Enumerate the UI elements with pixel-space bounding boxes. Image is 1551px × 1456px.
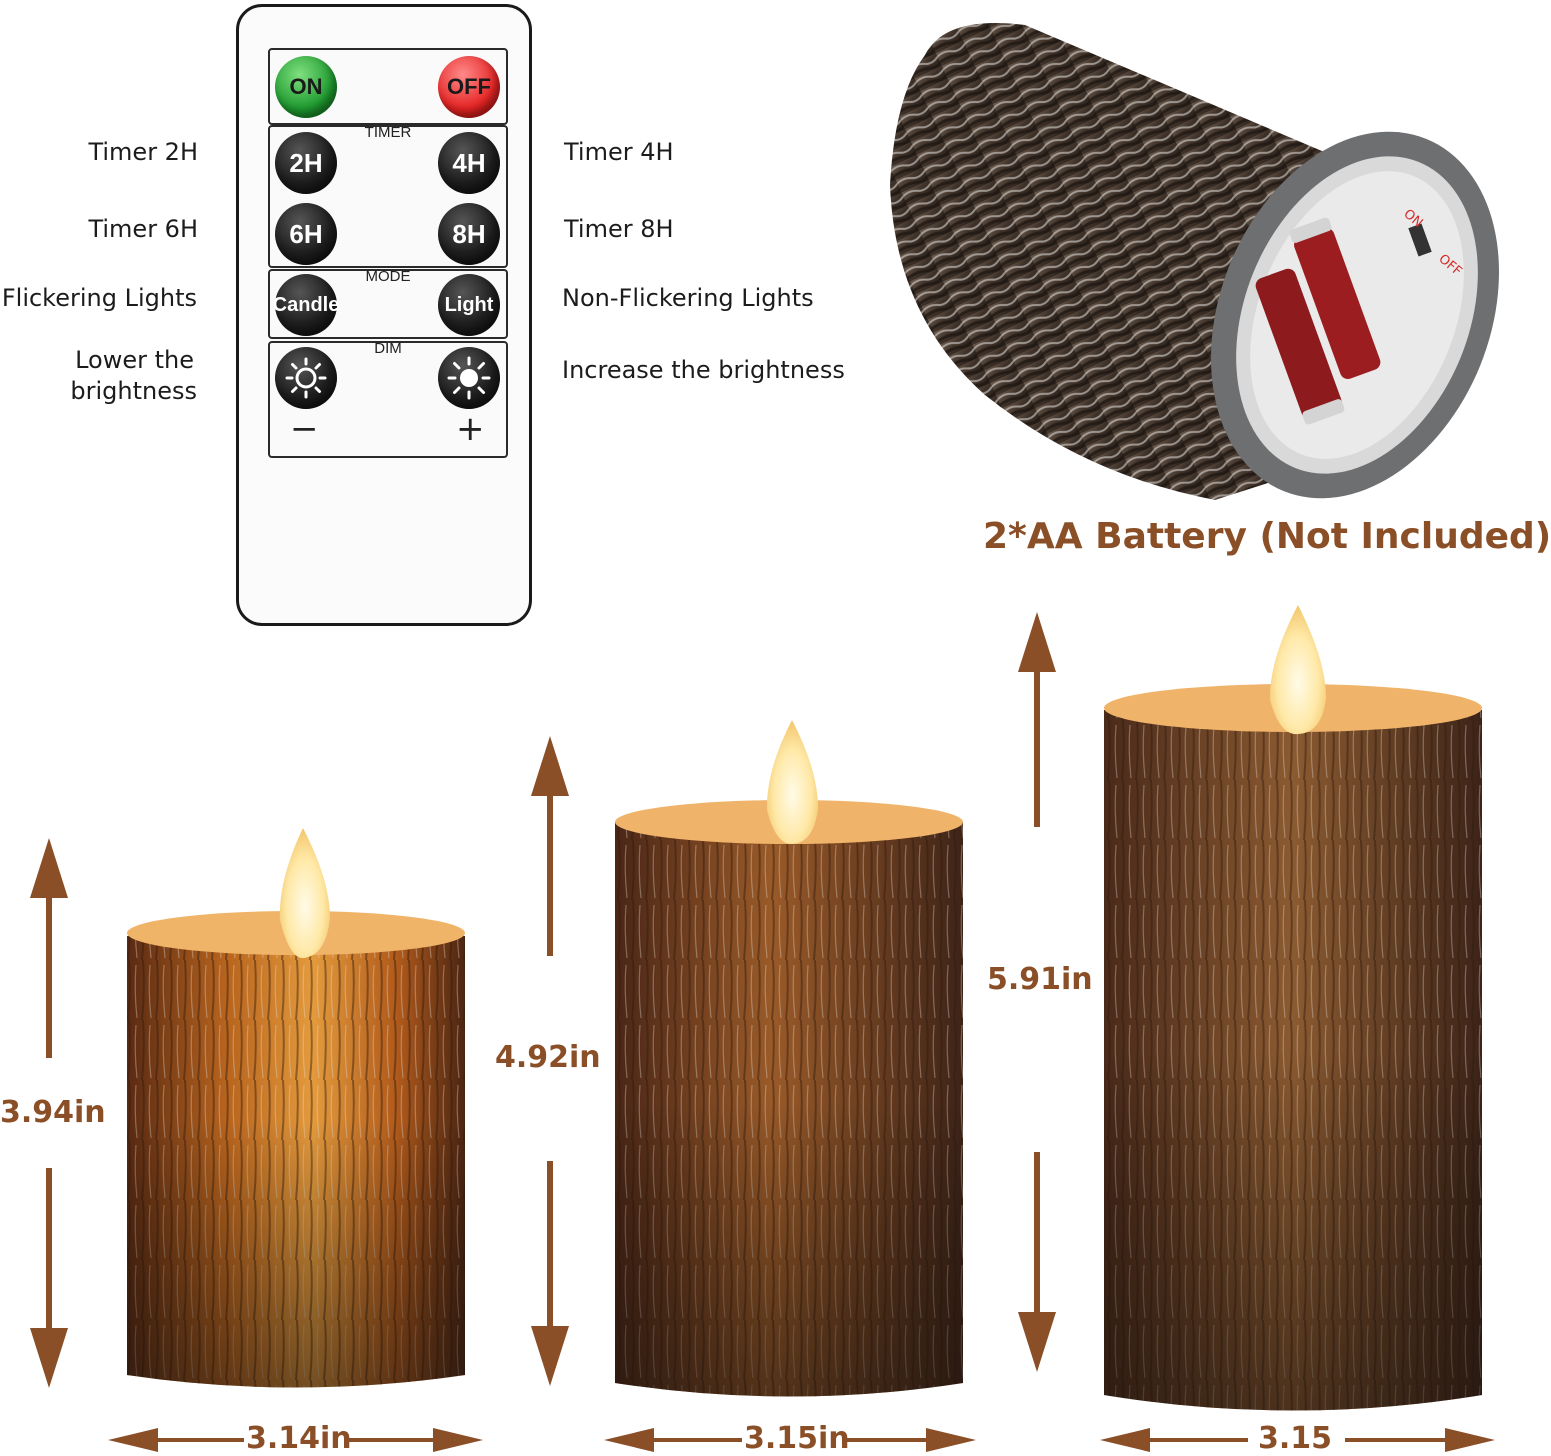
light-mode-button[interactable]: Light bbox=[438, 274, 500, 336]
candle-mode-button[interactable]: Candle bbox=[272, 274, 340, 336]
timer-2h-label: 2H bbox=[289, 147, 323, 178]
brightness-high-icon bbox=[447, 356, 491, 400]
brightness-low-icon bbox=[285, 357, 327, 399]
large-width-label: 3.15 bbox=[1258, 1421, 1333, 1456]
timer-panel: TIMER 2H 4H 6H 8H bbox=[268, 124, 508, 268]
dim-section-label: DIM bbox=[374, 340, 402, 357]
timer-4h-button[interactable]: 4H bbox=[438, 132, 500, 194]
label-flickering: Flickering Lights bbox=[1, 284, 197, 312]
mode-panel: MODE Candle Light bbox=[268, 268, 508, 339]
light-mode-label: Light bbox=[444, 293, 494, 316]
large-height-label: 5.91in bbox=[987, 962, 1093, 997]
dim-down-button[interactable] bbox=[275, 347, 337, 409]
dim-up-button[interactable] bbox=[438, 347, 500, 409]
candles-image bbox=[127, 605, 1482, 1411]
medium-width-label: 3.15in bbox=[744, 1421, 850, 1456]
small-width-label: 3.14in bbox=[246, 1421, 352, 1456]
small-height-arrow bbox=[30, 838, 68, 1388]
large-width-arrow bbox=[1100, 1428, 1495, 1452]
timer-section-label: TIMER bbox=[364, 124, 412, 141]
battery-compartment-image: ON OFF bbox=[890, 23, 1499, 500]
medium-height-label: 4.92in bbox=[495, 1040, 601, 1075]
timer-8h-button[interactable]: 8H bbox=[438, 203, 500, 265]
label-lower-line2: brightness bbox=[70, 377, 197, 405]
timer-6h-label: 6H bbox=[289, 218, 323, 249]
battery-caption: 2*AA Battery (Not Included) bbox=[983, 516, 1551, 557]
off-button[interactable]: OFF bbox=[438, 56, 500, 118]
timer-8h-label: 8H bbox=[452, 218, 486, 249]
timer-4h-label: 4H bbox=[452, 147, 486, 178]
label-lower-line1: Lower the bbox=[75, 346, 194, 374]
on-button[interactable]: ON bbox=[275, 56, 337, 118]
timer-6h-button[interactable]: 6H bbox=[275, 203, 337, 265]
medium-candle bbox=[615, 720, 963, 1397]
label-timer-2h: Timer 2H bbox=[88, 138, 198, 166]
medium-width-arrow bbox=[604, 1428, 976, 1452]
remote-control: ON OFF TIMER 2H 4H 6H 8H MODE Candle Lig… bbox=[236, 4, 532, 626]
large-height-arrow bbox=[1018, 612, 1056, 1372]
minus-sign: − bbox=[290, 409, 319, 449]
candle-mode-label: Candle bbox=[272, 293, 340, 316]
label-increase: Increase the brightness bbox=[562, 356, 845, 384]
label-timer-4h: Timer 4H bbox=[564, 138, 674, 166]
label-timer-8h: Timer 8H bbox=[564, 215, 674, 243]
label-timer-6h: Timer 6H bbox=[88, 215, 198, 243]
label-non-flickering: Non-Flickering Lights bbox=[562, 284, 814, 312]
plus-sign: + bbox=[456, 409, 485, 449]
medium-height-arrow bbox=[531, 736, 569, 1386]
small-candle bbox=[127, 828, 465, 1388]
mode-section-label: MODE bbox=[365, 268, 411, 285]
off-button-label: OFF bbox=[447, 74, 491, 99]
dim-panel: DIM − bbox=[268, 340, 508, 458]
small-height-label: 3.94in bbox=[0, 1095, 106, 1130]
on-button-label: ON bbox=[289, 74, 323, 99]
small-width-arrow bbox=[108, 1428, 483, 1452]
power-panel: ON OFF bbox=[268, 48, 508, 125]
large-candle bbox=[1104, 605, 1482, 1411]
timer-2h-button[interactable]: 2H bbox=[275, 132, 337, 194]
